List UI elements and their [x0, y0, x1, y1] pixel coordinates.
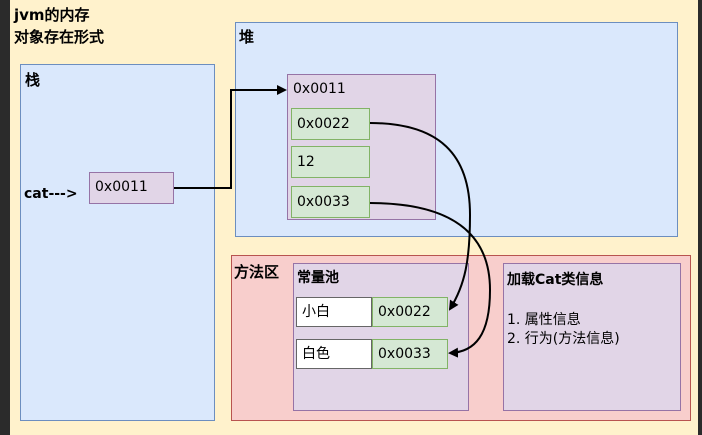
stack-var-label: cat---> — [24, 186, 78, 202]
class-info-item-1: 1. 属性信息 — [507, 312, 581, 328]
title-line-2: 对象存在形式 — [14, 28, 105, 46]
stack-label: 栈 — [25, 71, 41, 89]
stack-panel — [20, 64, 215, 421]
title-line-1: jvm的内存 — [14, 6, 90, 24]
heap-object-address: 0x0011 — [293, 81, 346, 97]
constant-pool-value-1: 小白 — [296, 297, 372, 327]
class-info-item-2: 2. 行为(方法信息) — [507, 331, 620, 347]
class-info-panel — [503, 263, 681, 411]
heap-field-age: 12 — [291, 146, 370, 178]
heap-field-name-ref: 0x0022 — [291, 108, 370, 140]
constant-pool-value-2: 白色 — [296, 339, 372, 369]
heap-field-color-ref: 0x0033 — [291, 186, 370, 218]
class-info-title: 加载Cat类信息 — [507, 272, 604, 288]
constant-pool-address-1: 0x0022 — [372, 297, 448, 327]
stack-ref-cell: 0x0011 — [89, 172, 174, 204]
constant-pool-label: 常量池 — [297, 270, 339, 286]
constant-pool-address-2: 0x0033 — [372, 339, 448, 369]
diagram-title: jvm的内存 对象存在形式 — [14, 4, 104, 48]
method-area-label: 方法区 — [234, 263, 280, 281]
heap-label: 堆 — [239, 28, 255, 46]
